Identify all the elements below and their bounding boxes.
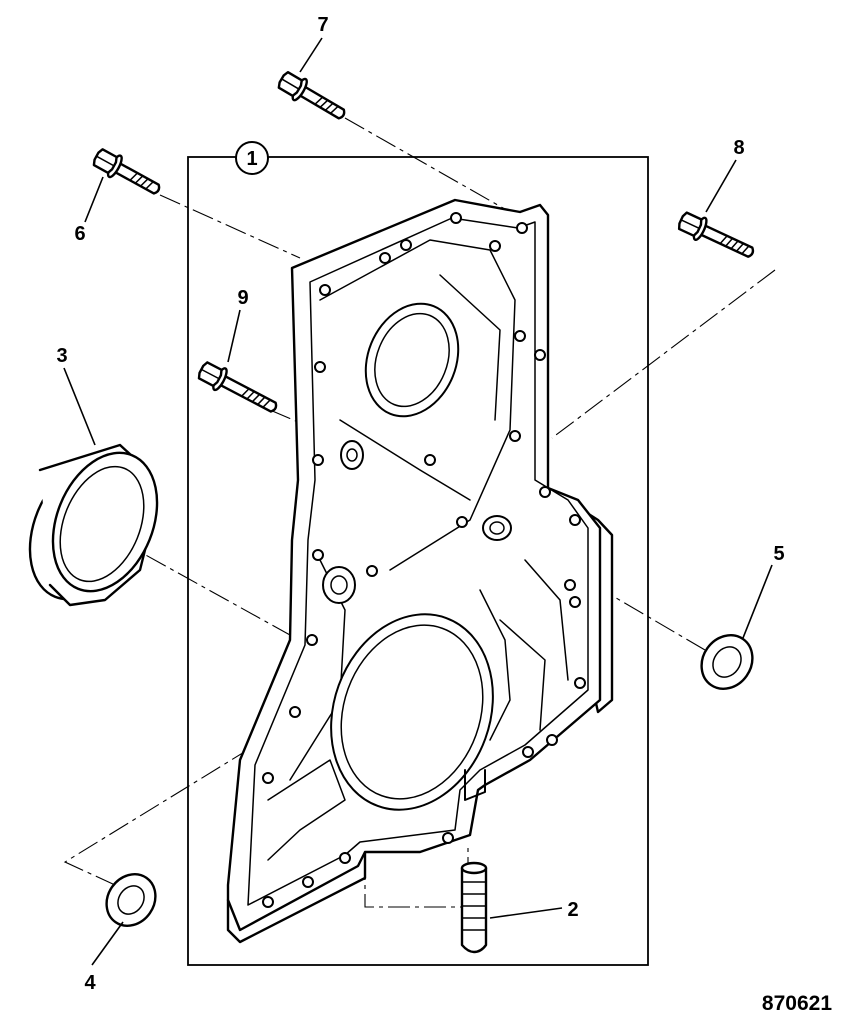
washer-seal-right — [700, 634, 754, 690]
callout-3: 3 — [56, 345, 67, 367]
callout-bubble-1 — [235, 141, 269, 175]
front-cover-plate — [226, 198, 614, 944]
callout-2: 2 — [567, 899, 578, 921]
callout-5: 5 — [773, 543, 784, 565]
crankshaft-seal — [28, 443, 159, 607]
assembly-frame — [187, 156, 649, 966]
leader-lines — [63, 37, 773, 966]
bolt-top — [277, 70, 346, 120]
callout-6: 6 — [74, 223, 85, 245]
bolts — [92, 70, 755, 413]
bolt-upper-left — [92, 148, 161, 195]
bolt-right — [677, 211, 755, 258]
washer-seal-lower — [105, 873, 157, 927]
callout-9: 9 — [237, 287, 248, 309]
callout-8: 8 — [733, 137, 744, 159]
callout-1: 1 — [246, 148, 257, 170]
callout-4: 4 — [84, 972, 96, 994]
drawing-reference: 870621 — [762, 992, 832, 1015]
bolt-center — [197, 361, 278, 413]
stud — [460, 861, 488, 954]
callout-7: 7 — [317, 14, 328, 36]
